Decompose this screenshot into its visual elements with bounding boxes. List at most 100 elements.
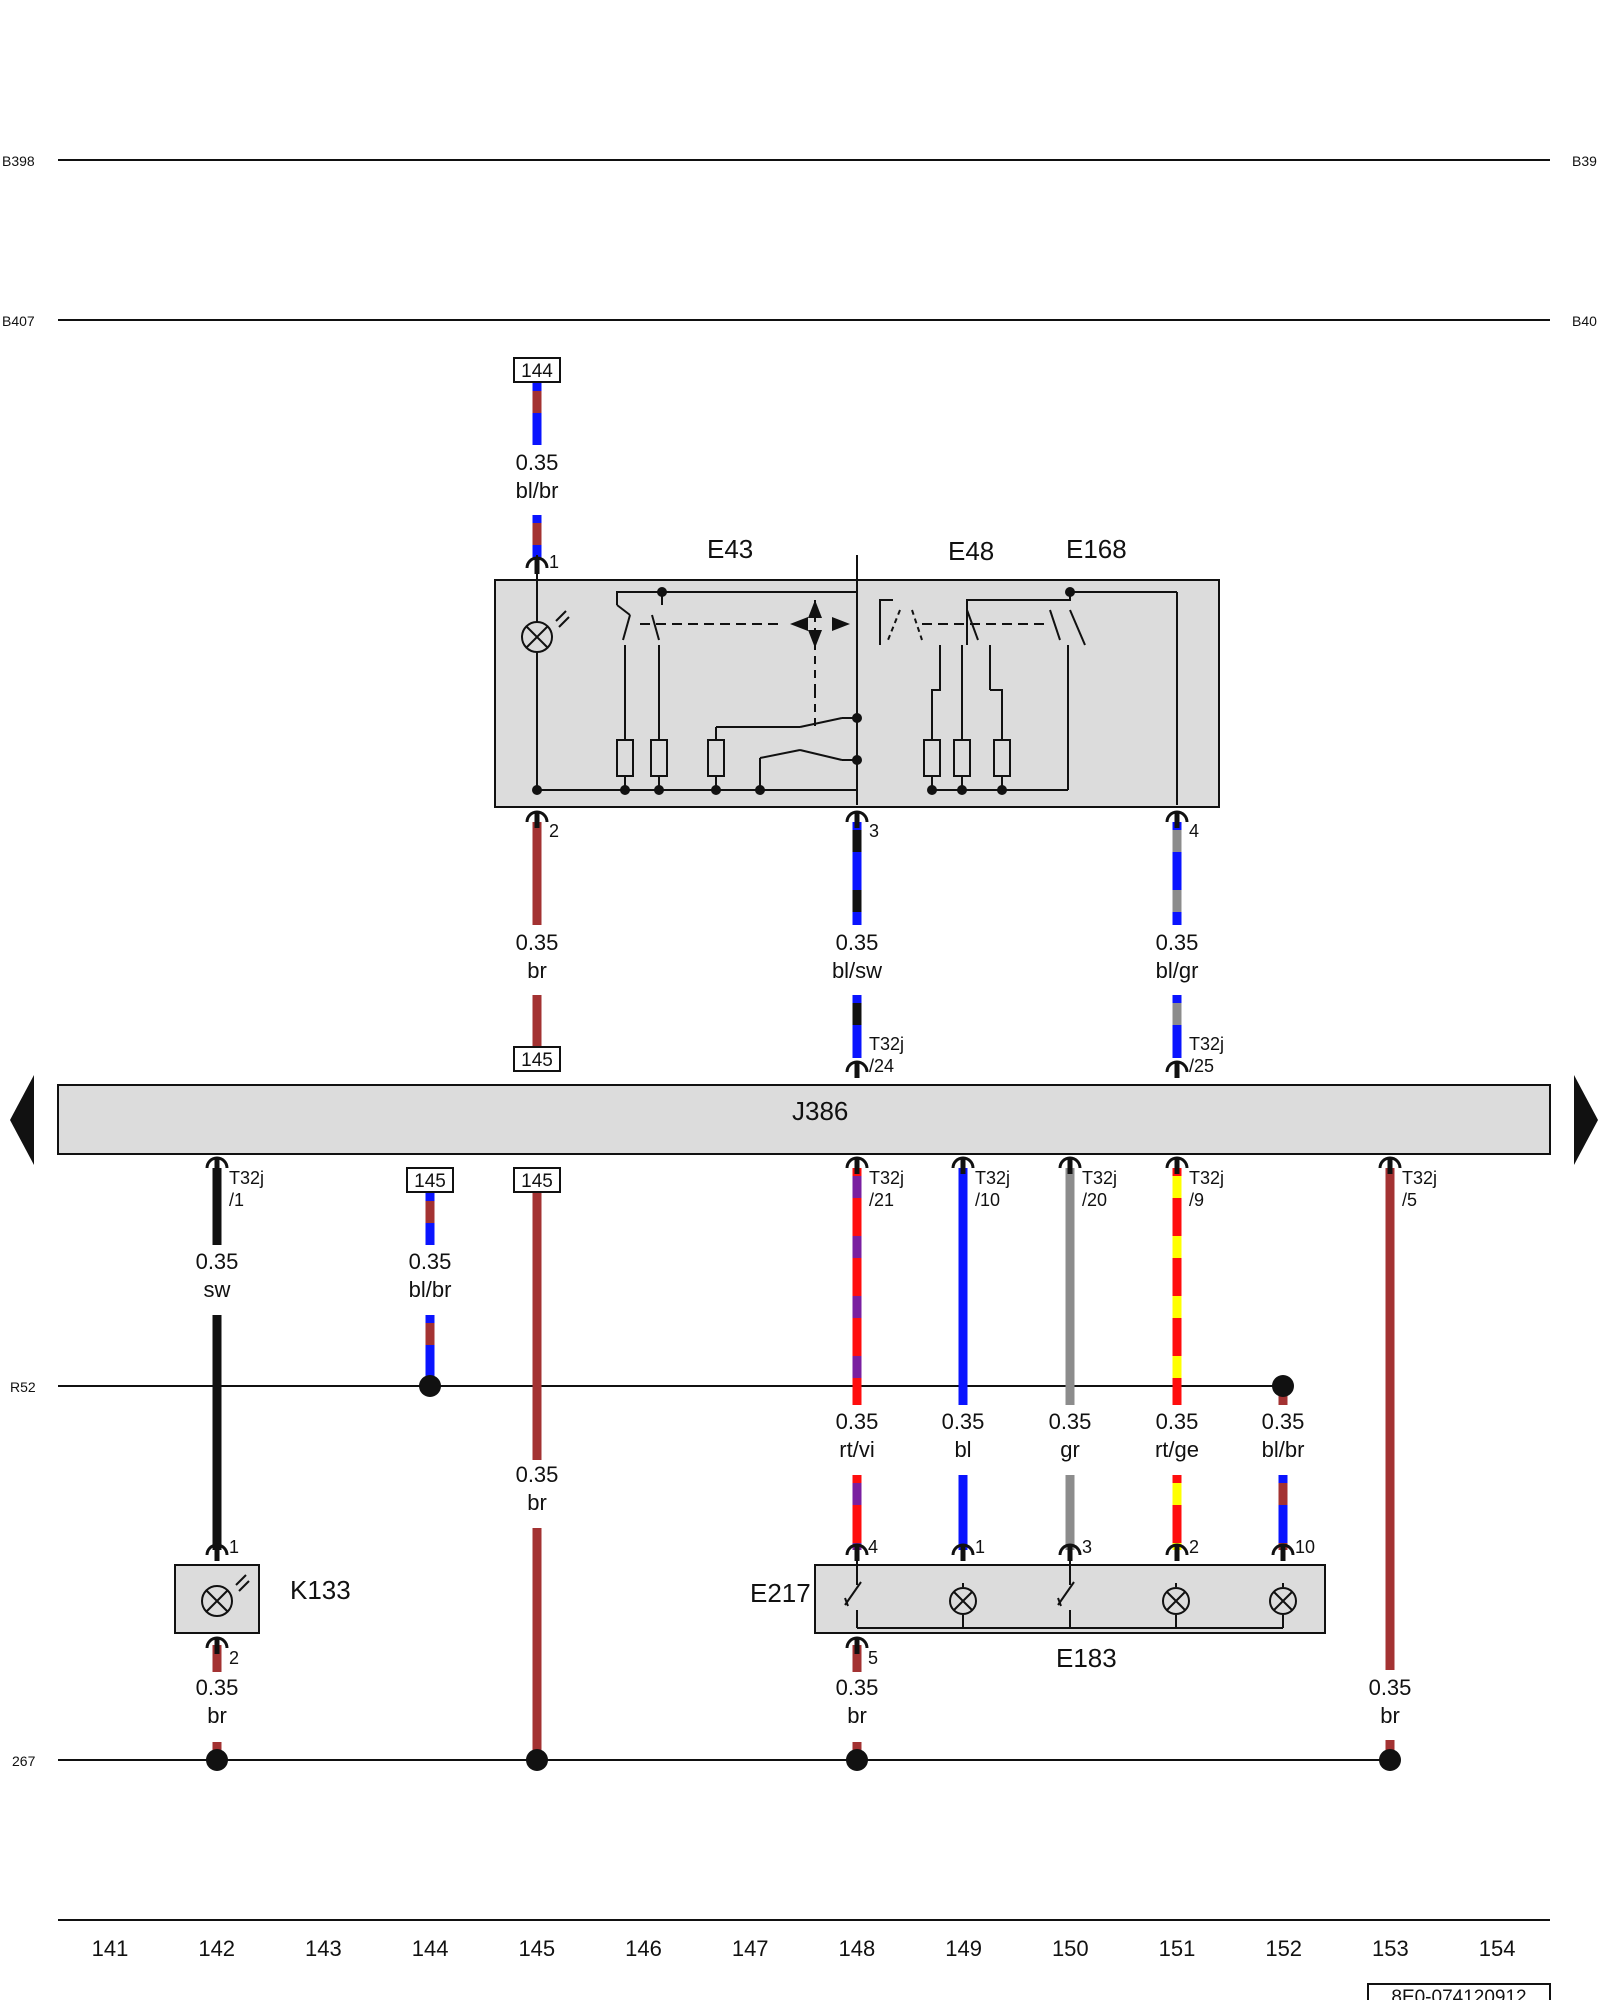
svg-text:0.35: 0.35	[836, 930, 879, 955]
wire-label-e43-2-br: 0.35 br	[516, 930, 559, 983]
bus-label-267: 267	[12, 1753, 36, 1769]
pin-e43-3: 3	[869, 821, 879, 841]
junction-dots	[206, 1375, 1401, 1771]
svg-text:0.35: 0.35	[409, 1249, 452, 1274]
component-label-e217: E217	[750, 1578, 811, 1608]
pin-k133-1: 1	[229, 1537, 239, 1557]
junction-dot	[206, 1749, 228, 1771]
wire-e217-br-upper	[852, 1645, 862, 1672]
k133-lamp-icon	[201, 1574, 250, 1617]
component-label-e168: E168	[1066, 534, 1127, 564]
column-number: 141	[92, 1936, 129, 1961]
svg-text:br: br	[527, 1490, 547, 1515]
svg-text:rt/ge: rt/ge	[1155, 1437, 1199, 1462]
ref-box-label: 145	[521, 1050, 553, 1071]
ref-box-144-top[interactable]: 144	[513, 357, 561, 383]
component-label-e43: E43	[707, 534, 753, 564]
svg-text:bl/br: bl/br	[516, 478, 559, 503]
pin-e43-4: 4	[1189, 821, 1199, 841]
wire-bl-upper	[958, 1168, 968, 1405]
page-arrow-left-icon[interactable]	[10, 1075, 34, 1165]
wire-label-rtge: 0.35 rt/ge	[1155, 1409, 1199, 1462]
column-number: 143	[305, 1936, 342, 1961]
wire-rtvi-lower	[852, 1475, 862, 1550]
pin-symbol-j386-bottom-3	[1058, 1156, 1082, 1174]
svg-text:/9: /9	[1189, 1190, 1204, 1210]
svg-text:T32j: T32j	[1402, 1168, 1437, 1188]
e217-internal-circuit	[844, 1560, 1297, 1629]
svg-text:/21: /21	[869, 1190, 894, 1210]
wire-label-r52-blbr: 0.35 bl/br	[1262, 1409, 1305, 1462]
component-label-j386: J386	[792, 1096, 848, 1126]
svg-text:bl/br: bl/br	[1262, 1437, 1305, 1462]
svg-text:0.35: 0.35	[1262, 1409, 1305, 1434]
wire-145-blbr-upper	[425, 1193, 435, 1245]
bus-label-b398: B398	[2, 153, 35, 169]
svg-text:/20: /20	[1082, 1190, 1107, 1210]
junction-dot	[1272, 1375, 1294, 1397]
svg-text:/1: /1	[229, 1190, 244, 1210]
wire-145-br-lower	[532, 1528, 542, 1760]
pin-symbol-e43-1	[525, 556, 549, 574]
doc-id-box: 8E0-074120912	[1367, 1983, 1551, 2000]
page-arrow-right-icon[interactable]	[1574, 1075, 1598, 1165]
svg-text:0.35: 0.35	[836, 1409, 879, 1434]
connector-label-t32j-24: T32j /24	[869, 1034, 904, 1076]
pin-symbol-e217-top-4	[1271, 1543, 1295, 1561]
pin-e43-1: 1	[549, 552, 559, 572]
j386-door-control-unit	[57, 1084, 1551, 1155]
connector-label-t32j-10: T32j /10	[975, 1168, 1010, 1210]
ref-box-label: 144	[521, 361, 553, 382]
wire-label-e43-4-blgr: 0.35 bl/gr	[1156, 930, 1199, 983]
e43-selector-arrows-icon	[790, 600, 850, 648]
pin-symbol-j386-bottom-2	[951, 1156, 975, 1174]
junction-dot	[419, 1375, 441, 1397]
wire-label-144-blbr: 0.35 bl/br	[516, 450, 559, 503]
junction-dot	[846, 1749, 868, 1771]
pin-symbol-t24	[845, 1060, 869, 1078]
wire-label-t1-sw: 0.35 sw	[196, 1249, 239, 1302]
component-label-e183: E183	[1056, 1643, 1117, 1673]
ref-box-145-lower[interactable]: 145	[513, 1167, 561, 1193]
wire-k133-br-upper	[212, 1645, 222, 1672]
wire-r52-blbr-stub	[1278, 1392, 1288, 1405]
pin-symbol-e217-top-1	[951, 1543, 975, 1561]
svg-text:0.35: 0.35	[196, 1675, 239, 1700]
pin-e217-5: 5	[868, 1648, 878, 1668]
pin-e217-2: 2	[1189, 1537, 1199, 1557]
wire-144-blbr-upper	[532, 383, 542, 445]
wire-label-e217-br: 0.35 br	[836, 1675, 879, 1728]
svg-text:0.35: 0.35	[1049, 1409, 1092, 1434]
pin-symbol-e217-5	[845, 1636, 869, 1654]
svg-text:0.35: 0.35	[942, 1409, 985, 1434]
svg-text:bl/br: bl/br	[409, 1277, 452, 1302]
wire-bl-lower	[958, 1475, 968, 1550]
e43-internal-circuit	[536, 555, 1178, 805]
svg-text:0.35: 0.35	[516, 1462, 559, 1487]
svg-text:/25: /25	[1189, 1056, 1214, 1076]
pin-symbol-k133-1	[205, 1543, 229, 1561]
bus-label-r52: R52	[10, 1379, 36, 1395]
column-number: 150	[1052, 1936, 1089, 1961]
wire-145-br-upper	[532, 1193, 542, 1460]
svg-text:0.35: 0.35	[1369, 1675, 1412, 1700]
pin-symbol-j386-bottom-4	[1165, 1156, 1189, 1174]
column-number: 153	[1372, 1936, 1409, 1961]
ref-box-145-upper[interactable]: 145	[513, 1046, 561, 1072]
connector-label-t32j-5: T32j /5	[1402, 1168, 1437, 1210]
ref-box-label: 145	[414, 1171, 446, 1192]
wire-r52-blbr	[1278, 1475, 1288, 1550]
column-number: 144	[412, 1936, 449, 1961]
wire-rtvi-upper	[852, 1168, 862, 1405]
column-number: 147	[732, 1936, 769, 1961]
svg-text:T32j: T32j	[869, 1168, 904, 1188]
pin-e43-2: 2	[549, 821, 559, 841]
pin-e217-10: 10	[1295, 1537, 1315, 1557]
connector-label-t32j-25: T32j /25	[1189, 1034, 1224, 1076]
wire-label-rtvi: 0.35 rt/vi	[836, 1409, 879, 1462]
ref-box-145-left[interactable]: 145	[406, 1167, 454, 1193]
svg-text:T32j: T32j	[869, 1034, 904, 1054]
svg-text:br: br	[847, 1703, 867, 1728]
